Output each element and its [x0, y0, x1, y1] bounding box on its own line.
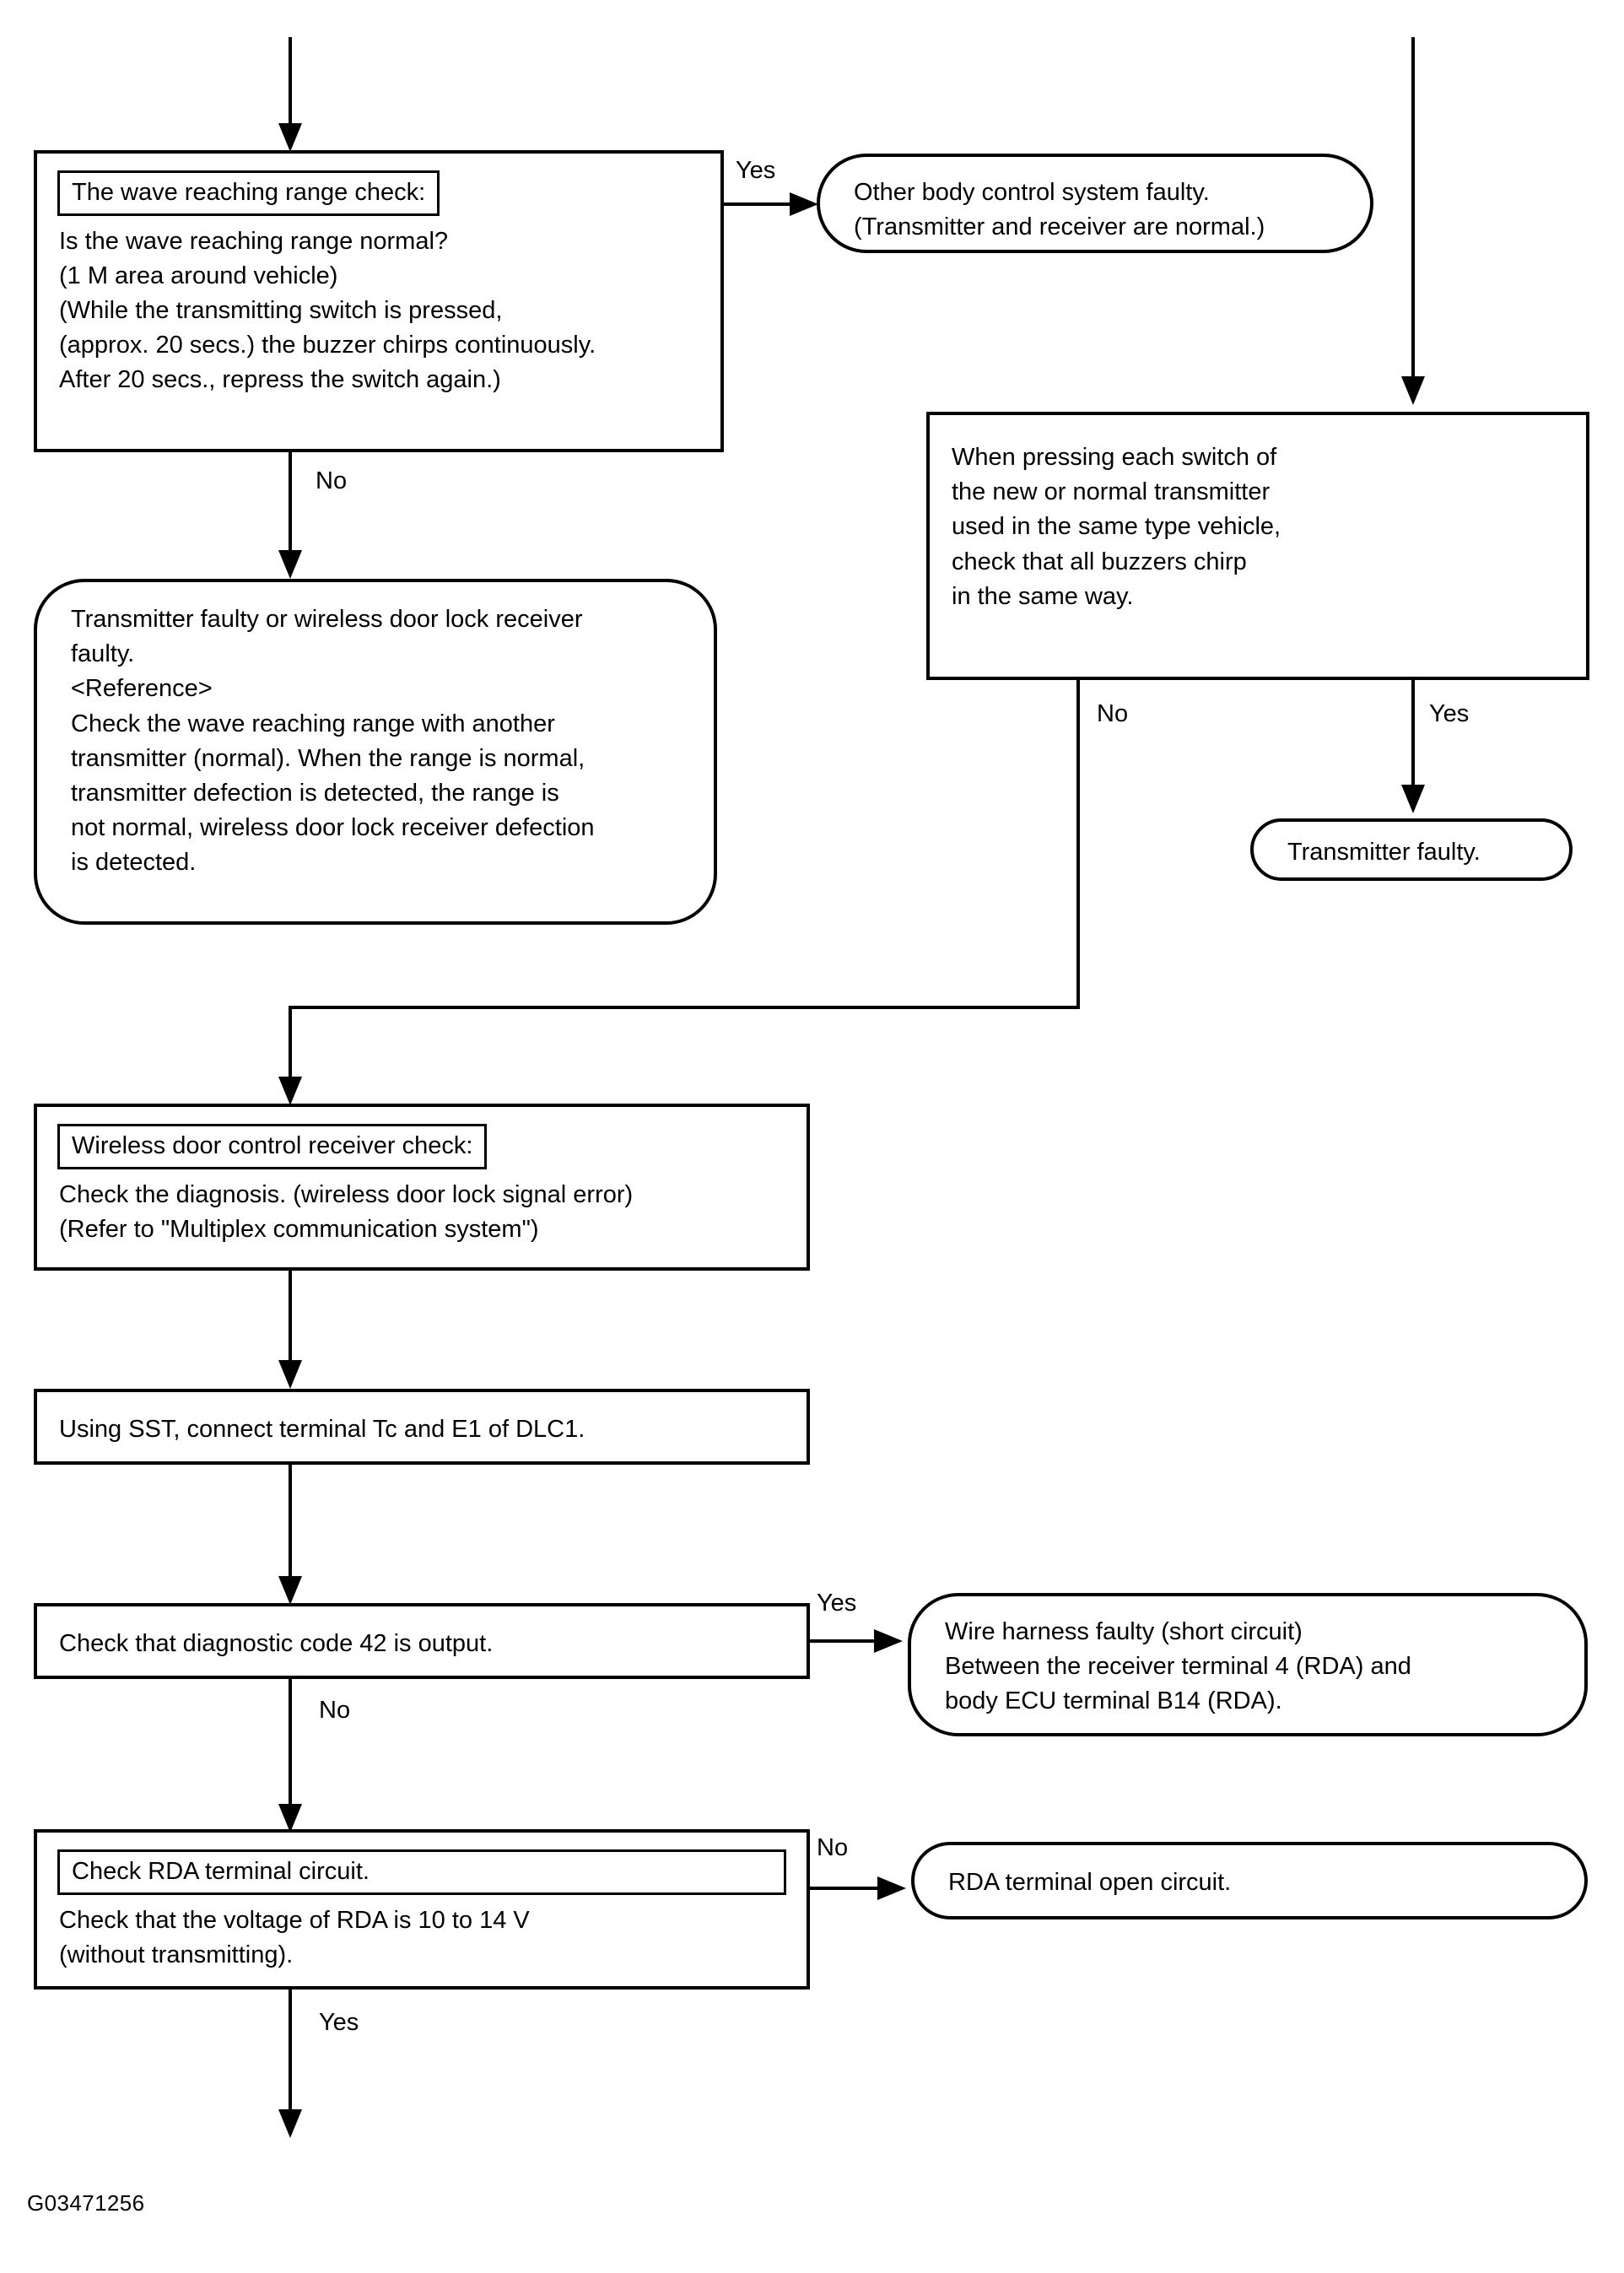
node-wave-range-check-header: The wave reaching range check: — [57, 170, 440, 216]
node-receiver-check[interactable]: Wireless door control receiver check: Ch… — [34, 1104, 810, 1271]
node-wave-range-check-body: Is the wave reaching range normal? (1 M … — [59, 227, 596, 394]
node-rda-terminal-circuit-body: Check that the voltage of RDA is 10 to 1… — [59, 1906, 530, 1968]
node-check-code-42[interactable]: Check that diagnostic code 42 is output. — [34, 1603, 810, 1679]
connector-press-yes-line — [1411, 680, 1415, 791]
edge-label-wave-yes: Yes — [736, 157, 776, 184]
connector-code42-no-arrow — [278, 1804, 302, 1833]
connector-rda-no-line — [810, 1887, 882, 1890]
connector-wave-yes-line — [724, 202, 793, 206]
connector-press-no-vline — [1076, 680, 1080, 1009]
node-rda-open-circuit[interactable]: RDA terminal open circuit. — [911, 1842, 1588, 1919]
connector-code42-yes-arrow — [874, 1629, 903, 1653]
node-receiver-check-header: Wireless door control receiver check: — [57, 1124, 488, 1169]
node-rda-open-circuit-body: RDA terminal open circuit. — [948, 1869, 1232, 1896]
connector-entry-arrow — [278, 123, 302, 152]
node-check-code-42-body: Check that diagnostic code 42 is output. — [59, 1630, 494, 1657]
connector-wave-no-arrow — [278, 550, 302, 579]
edge-label-code42-no: No — [319, 1697, 351, 1724]
node-receiver-check-body: Check the diagnosis. (wireless door lock… — [59, 1180, 634, 1243]
connector-right-entry-arrow — [1401, 376, 1425, 405]
connector-sst-to-code42-arrow — [278, 1576, 302, 1605]
connector-code42-yes-line — [810, 1639, 877, 1643]
node-transmitter-or-receiver-faulty[interactable]: Transmitter faulty or wireless door lock… — [34, 579, 717, 925]
node-wire-harness-faulty[interactable]: Wire harness faulty (short circuit) Betw… — [908, 1593, 1588, 1736]
connector-receiver-to-sst-arrow — [278, 1360, 302, 1389]
edge-label-wave-no: No — [316, 467, 348, 494]
node-rda-terminal-circuit-header: Check RDA terminal circuit. — [57, 1849, 786, 1895]
node-wave-range-check[interactable]: The wave reaching range check: Is the wa… — [34, 150, 724, 452]
node-using-sst[interactable]: Using SST, connect terminal Tc and E1 of… — [34, 1389, 810, 1465]
connector-merge-arrow — [278, 1077, 302, 1105]
connector-rda-no-arrow — [877, 1876, 906, 1900]
connector-press-yes-arrow — [1401, 785, 1425, 813]
connector-merge-vline — [289, 1006, 292, 1090]
connector-receiver-to-sst-line — [289, 1271, 292, 1374]
edge-label-rda-yes: Yes — [319, 2009, 359, 2036]
edge-label-press-yes: Yes — [1429, 700, 1470, 727]
connector-right-entry-line — [1411, 37, 1415, 380]
connector-code42-no-line — [289, 1679, 292, 1819]
connector-entry-line — [289, 37, 292, 137]
node-using-sst-body: Using SST, connect terminal Tc and E1 of… — [59, 1416, 585, 1443]
figure-code: G03471256 — [27, 2190, 145, 2216]
connector-wave-yes-arrow — [790, 192, 818, 216]
edge-label-press-no: No — [1097, 700, 1129, 727]
edge-label-rda-no: No — [817, 1834, 849, 1861]
node-transmitter-faulty-body: Transmitter faulty. — [1287, 839, 1481, 866]
connector-wave-no-line — [289, 452, 292, 562]
node-other-body-control-faulty-body: Other body control system faulty. (Trans… — [854, 179, 1265, 241]
node-other-body-control-faulty[interactable]: Other body control system faulty. (Trans… — [817, 154, 1373, 253]
node-rda-terminal-circuit[interactable]: Check RDA terminal circuit. Check that t… — [34, 1829, 810, 1990]
node-wire-harness-faulty-body: Wire harness faulty (short circuit) Betw… — [945, 1618, 1411, 1715]
connector-rda-yes-line — [289, 1990, 292, 2126]
node-transmitter-faulty[interactable]: Transmitter faulty. — [1250, 818, 1573, 881]
connector-press-no-hline — [289, 1006, 1080, 1009]
node-press-each-switch-body: When pressing each switch of the new or … — [952, 444, 1281, 610]
node-transmitter-or-receiver-faulty-body: Transmitter faulty or wireless door lock… — [71, 606, 595, 877]
connector-rda-yes-arrow — [278, 2109, 302, 2138]
connector-sst-to-code42-line — [289, 1465, 292, 1590]
node-press-each-switch[interactable]: When pressing each switch of the new or … — [926, 412, 1589, 680]
edge-label-code42-yes: Yes — [817, 1590, 857, 1617]
